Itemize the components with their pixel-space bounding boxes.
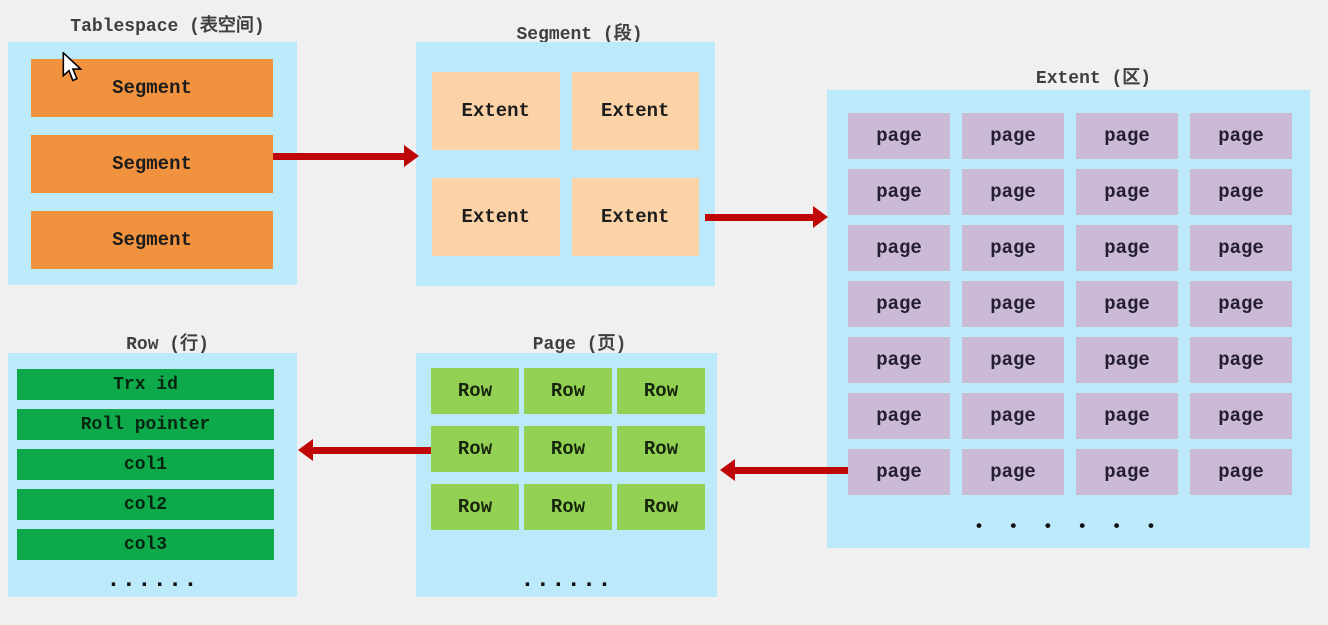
row-box: Row xyxy=(431,426,519,472)
extent-ellipsis: • • • • • • xyxy=(973,518,1164,537)
page-box: page xyxy=(1190,281,1292,327)
page-box: page xyxy=(1076,225,1178,271)
page-box: page xyxy=(1190,169,1292,215)
page-box: page xyxy=(962,281,1064,327)
page-box: page xyxy=(1190,337,1292,383)
page-box: page xyxy=(962,337,1064,383)
row-field-box: col3 xyxy=(17,529,274,560)
row-field-box: col2 xyxy=(17,489,274,520)
page-title: Page (页) xyxy=(532,335,627,355)
page-box: page xyxy=(1076,281,1178,327)
extent-box: Extent xyxy=(571,72,699,150)
row-box: Row xyxy=(431,484,519,530)
extent-title: Extent (区) xyxy=(1035,69,1152,89)
segment-title: Segment (段) xyxy=(516,25,643,45)
arrow-head-right-icon xyxy=(813,206,828,228)
row-field-box: col1 xyxy=(17,449,274,480)
page-box: page xyxy=(1076,337,1178,383)
mouse-cursor-icon xyxy=(62,52,83,82)
arrow-head-left-icon xyxy=(298,439,313,461)
page-box: page xyxy=(1190,393,1292,439)
page-box: page xyxy=(1076,393,1178,439)
page-box: page xyxy=(1190,225,1292,271)
extent-box: Extent xyxy=(432,72,560,150)
tablespace-title: Tablespace (表空间) xyxy=(70,17,265,37)
arrow-head-left-icon xyxy=(720,459,735,481)
page-box: page xyxy=(848,281,950,327)
row-field-box: Roll pointer xyxy=(17,409,274,440)
row-title: Row (行) xyxy=(126,335,209,355)
page-box: page xyxy=(848,337,950,383)
segment-box: Segment xyxy=(31,211,273,269)
page-ellipsis: ...... xyxy=(520,567,613,594)
page-box: page xyxy=(848,225,950,271)
row-box: Row xyxy=(524,484,612,530)
arrow-shaft xyxy=(705,214,814,221)
extent-panel: page page page page page page page page page page… xyxy=(827,90,1310,548)
page-box: page xyxy=(962,225,1064,271)
page-box: page xyxy=(1076,169,1178,215)
arrow-shaft xyxy=(734,467,848,474)
arrow-head-right-icon xyxy=(404,145,419,167)
page-box: page xyxy=(1076,113,1178,159)
segment-box: Segment xyxy=(31,135,273,193)
page-box: page xyxy=(1076,449,1178,495)
row-field-list: Trx id Roll pointer col1 col2 col3 xyxy=(8,353,297,560)
arrow-shaft xyxy=(273,153,405,160)
row-box: Row xyxy=(617,426,705,472)
page-box: page xyxy=(848,169,950,215)
page-box: page xyxy=(848,449,950,495)
row-box: Row xyxy=(524,426,612,472)
row-box: Row xyxy=(617,368,705,414)
arrow-shaft xyxy=(312,447,431,454)
page-box: page xyxy=(1190,113,1292,159)
page-box: page xyxy=(962,169,1064,215)
row-box: Row xyxy=(431,368,519,414)
page-box: page xyxy=(962,449,1064,495)
row-box: Row xyxy=(524,368,612,414)
page-box: page xyxy=(962,113,1064,159)
row-box: Row xyxy=(617,484,705,530)
page-box: page xyxy=(848,393,950,439)
extent-box: Extent xyxy=(571,178,699,256)
extent-box: Extent xyxy=(432,178,560,256)
row-panel: Trx id Roll pointer col1 col2 col3 ...... xyxy=(8,353,297,597)
row-ellipsis: ...... xyxy=(106,567,199,594)
page-box: page xyxy=(1190,449,1292,495)
page-box: page xyxy=(848,113,950,159)
page-box: page xyxy=(962,393,1064,439)
page-grid: page page page page page page page page page page… xyxy=(827,90,1310,495)
row-field-box: Trx id xyxy=(17,369,274,400)
